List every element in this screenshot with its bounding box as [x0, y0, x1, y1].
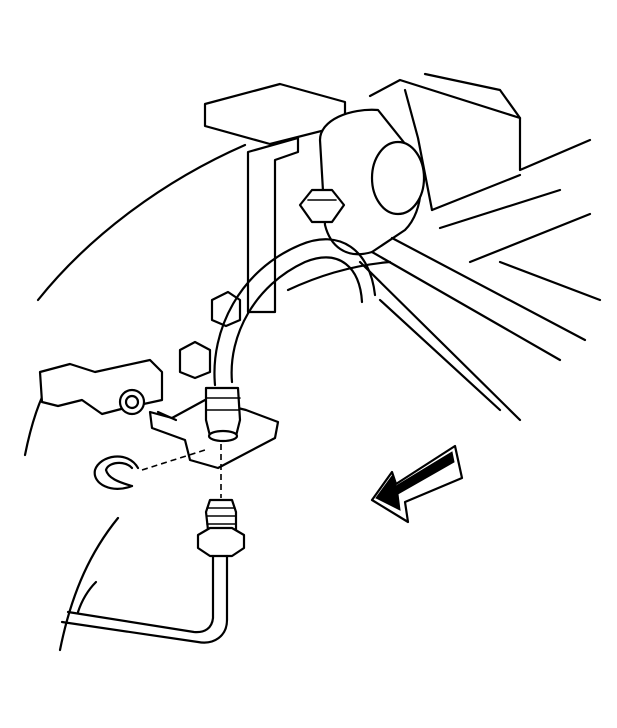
bolt — [298, 188, 346, 224]
left-bracket — [38, 358, 164, 416]
direction-arrow — [370, 444, 464, 524]
brake-pipe-fitting — [60, 444, 246, 644]
retaining-clip — [93, 449, 206, 490]
brake-hose — [204, 238, 377, 443]
suspension-arm — [203, 82, 587, 422]
wheel-outline — [23, 143, 392, 652]
frame-structure — [368, 72, 602, 302]
